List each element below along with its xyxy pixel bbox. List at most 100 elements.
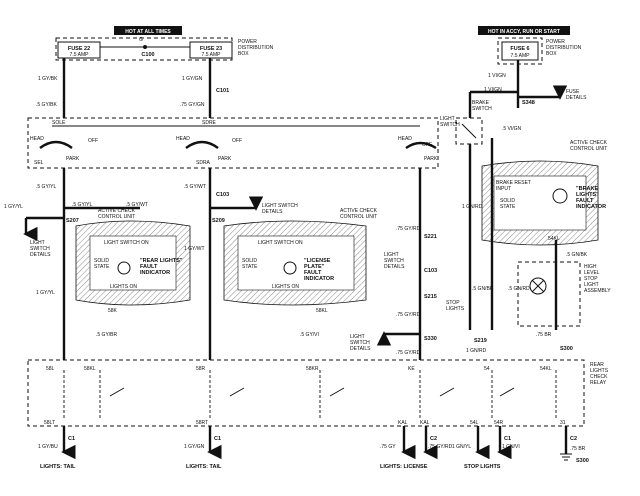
wire-1gybk: 1 GY/BK (38, 76, 58, 82)
wire-1gyyl-a: 1 GY/YL (4, 204, 23, 210)
bottom-1gnyl: 1 GN/YL (452, 444, 471, 450)
hot-at-all-times-label: HOT AT ALL TIMES (125, 29, 171, 35)
wire-5gyyl-b: .5 GY/YL (72, 202, 93, 208)
wire-1gnrd-b: 1 GN/RD (466, 348, 487, 354)
sdre-label: SDRE (202, 120, 217, 126)
relay-58rt: 58RT (196, 420, 208, 426)
bottom-1gygn: 1 GY/GN (184, 444, 205, 450)
c1-b: C1 (214, 436, 221, 442)
wire-1gywt: 1 GY/WT (184, 246, 205, 252)
output-lights-tail-1: LIGHTS: TAIL (40, 464, 76, 470)
output-lights-tail-2: LIGHTS: TAIL (186, 464, 222, 470)
acu-left-58k: 58K (108, 308, 118, 314)
c100-label: C100 (141, 52, 154, 58)
acu-mid-lights-on: LIGHTS ON (272, 284, 299, 290)
sole-label: SOLE (52, 120, 66, 126)
c101-label: C101 (216, 88, 229, 94)
light-switch (27, 117, 439, 169)
output-lights-license: LIGHTS: LICENSE (380, 464, 428, 470)
rear-lights-check-relay (27, 359, 585, 427)
wire-5gywt-b: .5 GY/WT (126, 202, 148, 208)
wire-5gyvi: .5 GY/VI (300, 332, 319, 338)
relay-58kl: 58KL (84, 366, 96, 372)
fuse-23-amp: 7.5 AMP (202, 52, 222, 58)
hot-in-accy-label: HOT IN ACCY, RUN OR START (488, 29, 560, 35)
hot-in-accy-banner (478, 26, 570, 35)
wire-1gnrd-a: 1 GN/RD (462, 204, 483, 210)
output-stop-lights: STOP LIGHTS (464, 464, 501, 470)
head-1: HEAD (30, 136, 44, 142)
wire-5gnbr: .5 GN/BR (472, 286, 494, 292)
relay-54: 54 (484, 366, 490, 372)
c2-b: C2 (570, 436, 577, 442)
relay-58r: 58R (196, 366, 206, 372)
wire-5gnrd: .5 GN/RD (508, 286, 530, 292)
bottom-1gnvi: 1 GN/VI (502, 444, 520, 450)
bottom-75gy: .75 GY (380, 444, 396, 450)
park-1: PARK (66, 156, 80, 162)
wire-1vign-b: 1 VI/GN (484, 87, 502, 93)
park-3: PARK (424, 156, 438, 162)
wire-5gywt-a: .5 GY/WT (184, 184, 206, 190)
relay-58lt: 58LT (44, 420, 55, 426)
s330-label: S330 (424, 336, 437, 342)
off-3: OFF (422, 142, 432, 148)
acu-mid-lsw: LIGHT SWITCH ON (258, 240, 303, 246)
relay-31: 31 (560, 420, 566, 426)
acu-mid-58kl: 58KL (316, 308, 328, 314)
relay-58kr: 58KR (306, 366, 319, 372)
wire-5gybk: .5 GY/BK (36, 102, 58, 108)
bottom-1gybu: 1 GY/BU (38, 444, 58, 450)
wire-1gyyl-b: 1 GY/YL (36, 290, 55, 296)
s207-label: S207 (66, 218, 79, 224)
c2-a: C2 (430, 436, 437, 442)
fuse-22-label: FUSE 22 (68, 46, 90, 52)
hot-at-all-times-banner (114, 26, 182, 35)
wire-75gygn: .75 GY/GN (180, 102, 205, 108)
g-label: G (139, 37, 143, 43)
fuse-6 (501, 41, 539, 61)
sel-label: SEL (34, 160, 44, 166)
relay-kal: KAL (398, 420, 408, 426)
right-power-distribution-box (497, 37, 543, 65)
fuse-22 (57, 41, 101, 59)
off-2: OFF (232, 138, 242, 144)
relay-54l: 54L (470, 420, 479, 426)
wire-5gnbk: .5 GN/BK (566, 252, 588, 258)
wire-75gyrd-a: .75 GY/RD (396, 226, 421, 232)
s221-label: S221 (424, 234, 437, 240)
wire-1gygn: 1 GY/GN (182, 76, 203, 82)
fuse-6-amp: 7.5 AMP (511, 53, 531, 59)
relay-54kl: 54KL (540, 366, 552, 372)
s348-label: S348 (522, 100, 535, 106)
head-3: HEAD (398, 136, 412, 142)
left-power-distribution-box (55, 37, 233, 61)
relay-kal2: KAL (420, 420, 430, 426)
c103b-label: C103 (424, 268, 437, 274)
wire-75gyrd-c: .75 GY/RD (396, 350, 421, 356)
wire-5gyyl-a: .5 GY/YL (36, 184, 57, 190)
wire-1vign-a: 1 VI/GN (488, 73, 506, 79)
park-2: PARK (218, 156, 232, 162)
fuse-23-label: FUSE 23 (200, 46, 222, 52)
s215-label: S215 (424, 294, 437, 300)
